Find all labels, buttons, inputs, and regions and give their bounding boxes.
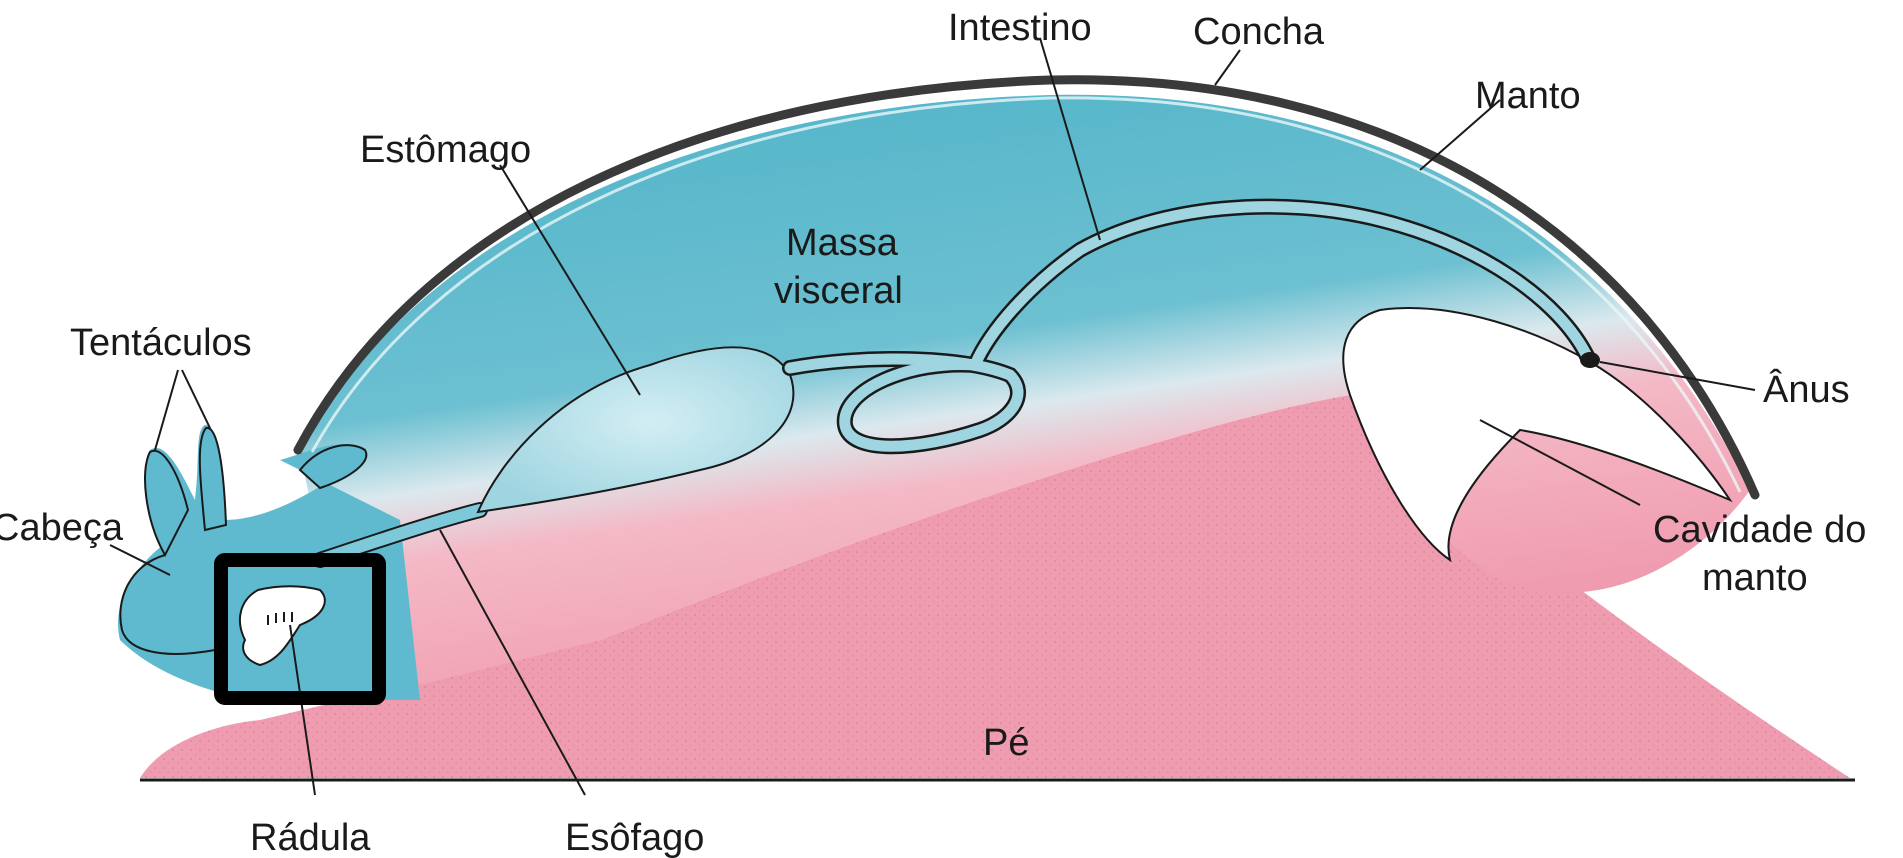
label-manto: Manto [1475,75,1581,117]
anus-opening [1580,352,1600,368]
label-radula: Rádula [250,817,371,858]
label-cavidade: Cavidade do [1653,509,1866,551]
label-concha: Concha [1193,11,1325,53]
label-visceral: visceral [774,270,903,312]
label-anus: Ânus [1763,368,1850,411]
label-cabeca: Cabeça [0,507,124,549]
label-intestino: Intestino [948,7,1092,49]
label-pe: Pé [983,722,1029,764]
label-esofago: Esôfago [565,817,704,858]
label-tentaculos: Tentáculos [70,322,252,364]
label-estomago: Estômago [360,129,531,171]
tentacle-right [200,428,226,530]
label-cavidade-manto: manto [1702,557,1808,599]
label-massa: Massa [786,222,899,264]
